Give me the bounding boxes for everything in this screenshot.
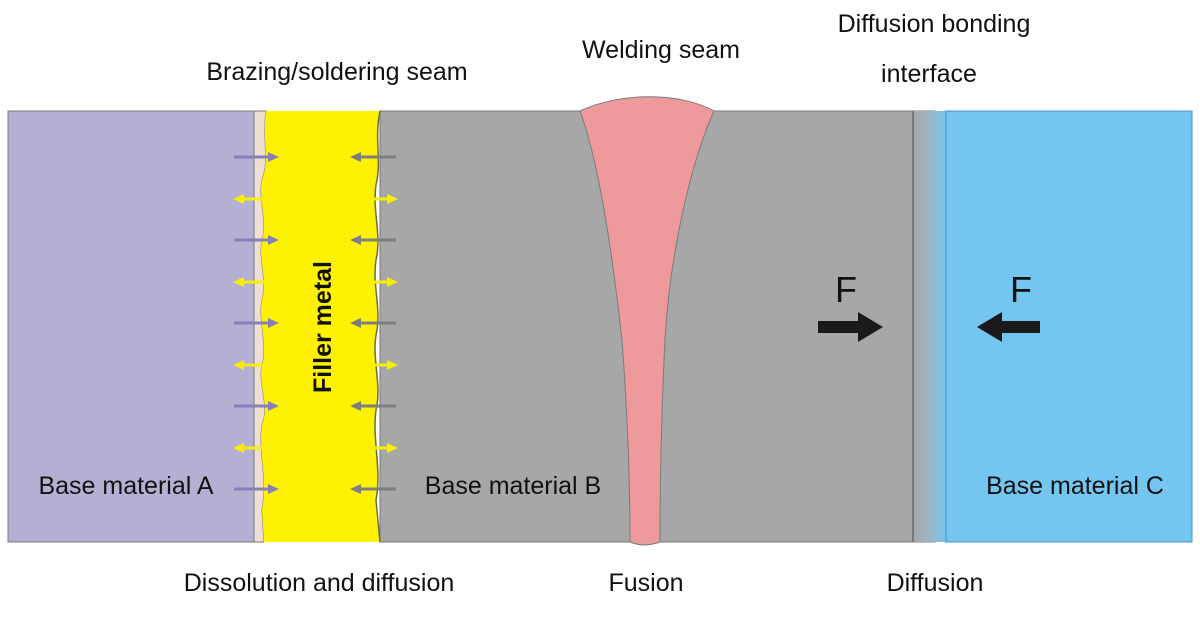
diffusion-label: Diffusion (887, 569, 984, 597)
filler-diffusion-arrow-yellow-right (368, 443, 398, 453)
filler-diffusion-arrow-yellow-left (233, 277, 268, 287)
diffusion-arrow-purple (234, 235, 279, 245)
force-label-right: F (1010, 269, 1032, 310)
filler-diffusion-arrow-yellow-left (233, 443, 268, 453)
force-arrow-left (977, 312, 1040, 342)
diffusion-arrow-gray (350, 318, 396, 328)
filler-metal-label: Filler metal (309, 261, 337, 393)
diffusion-arrow-gray (350, 484, 396, 494)
diffusion-arrow-purple (234, 318, 279, 328)
diffusion-arrow-gray (350, 401, 396, 411)
diffusion-arrow-purple (234, 484, 279, 494)
diffusion-arrow-gray (350, 152, 396, 162)
filler-right-boundary (374, 110, 381, 543)
dissolution-arrows-group (233, 152, 398, 494)
base-material-b-label: Base material B (425, 472, 601, 500)
base-material-c-label: Base material C (986, 472, 1164, 500)
force-arrow-right (818, 312, 883, 342)
welding-seam-label: Welding seam (582, 36, 740, 64)
filler-diffusion-arrow-yellow-right (368, 277, 398, 287)
diffusion-bonding-label-line1: Diffusion bonding (838, 10, 1031, 38)
force-label-left: F (835, 269, 857, 310)
brazing-seam-label: Brazing/soldering seam (206, 58, 467, 86)
diffusion-bonding-label-line2: interface (881, 60, 977, 88)
fusion-label: Fusion (608, 569, 683, 597)
filler-diffusion-arrow-yellow-left (233, 360, 268, 370)
filler-metal-seam (261, 111, 380, 542)
dissolution-and-diffusion-label: Dissolution and diffusion (184, 569, 455, 597)
diffusion-arrow-gray (350, 235, 396, 245)
diffusion-arrow-purple (234, 152, 279, 162)
diffusion-arrow-purple (234, 401, 279, 411)
filler-diffusion-arrow-yellow-right (368, 194, 398, 204)
filler-diffusion-arrow-yellow-right (368, 360, 398, 370)
diffusion-zone (913, 111, 947, 542)
filler-diffusion-arrow-yellow-left (233, 194, 268, 204)
base-material-a-label: Base material A (38, 472, 213, 500)
welding-seam (579, 96, 715, 546)
base-material-a-block (7, 110, 255, 543)
